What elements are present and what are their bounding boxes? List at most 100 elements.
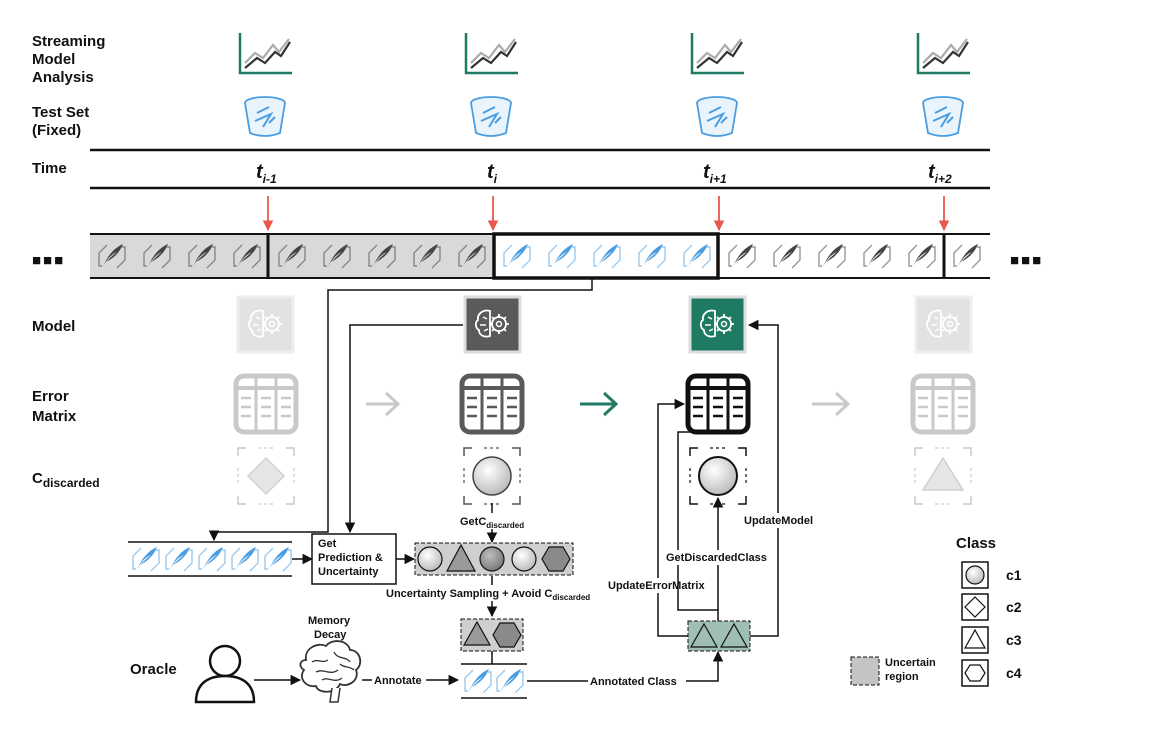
table-icon — [688, 376, 748, 432]
update-model-label: UpdateModel — [744, 515, 813, 527]
stream-ellipsis-left: ■■■ — [32, 252, 65, 269]
legend-title: Class — [956, 535, 996, 552]
table-icon — [236, 376, 296, 432]
hexagon-class-icon — [964, 664, 986, 682]
feather-icon — [503, 243, 531, 269]
feather-icon — [863, 243, 891, 269]
user-icon — [194, 644, 256, 704]
batch-samples — [132, 546, 292, 572]
table-icon — [462, 376, 522, 432]
stream-ellipsis-right: ■■■ — [1010, 252, 1043, 269]
feather-icon — [773, 243, 801, 269]
hexagon-class-icon — [541, 546, 571, 572]
circle-class-icon — [511, 546, 537, 572]
feather-icon — [953, 243, 981, 269]
line-chart-icon — [690, 31, 746, 75]
tick-t-i-minus-1: ti-1 — [256, 161, 277, 186]
feather-icon — [165, 546, 193, 572]
diamond-icon — [964, 596, 986, 618]
feather-icon — [264, 546, 292, 572]
tick-t-i-plus-2: ti+2 — [928, 161, 952, 186]
transition-arrow-icon — [812, 391, 851, 417]
update-error-matrix-arrow — [657, 398, 688, 637]
hexagon-class-icon — [492, 622, 522, 648]
circle-class-icon — [698, 456, 738, 496]
annotated-class-label: Annotated Class — [590, 676, 677, 688]
get-discarded-class-label: GetDiscardedClass — [666, 552, 767, 564]
circle-class-icon — [965, 565, 985, 585]
line-chart-icon — [464, 31, 520, 75]
oracle-label: Oracle — [130, 661, 177, 678]
legend-label-c1: c1 — [1006, 567, 1022, 583]
label-streaming-1: Streaming — [32, 33, 105, 50]
feather-icon — [908, 243, 936, 269]
triangle-class-icon — [719, 622, 749, 648]
bucket-icon — [696, 96, 738, 137]
label-bg — [606, 578, 712, 593]
transition-arrow-icon — [580, 391, 619, 417]
legend-label-c2: c2 — [1006, 599, 1022, 615]
current-window — [492, 232, 720, 280]
feather-icon — [231, 546, 259, 572]
update-model-arrow — [747, 319, 779, 637]
get-prediction-box — [311, 533, 397, 585]
get-cdiscarded-label: GetCdiscarded — [460, 516, 524, 530]
triangle-class-icon — [462, 620, 492, 646]
label-bg — [384, 585, 604, 601]
triangle-class-icon — [963, 628, 987, 649]
label-bg — [458, 513, 530, 529]
label-testset-1: Test Set — [32, 104, 89, 121]
triangle-class-icon — [445, 543, 477, 572]
feather-icon — [548, 243, 576, 269]
get-prediction-label-2: Prediction & — [318, 552, 383, 564]
brain-icon — [299, 640, 362, 703]
feather-icon — [198, 546, 226, 572]
line-chart-icon — [916, 31, 972, 75]
uncertain-label-2: region — [885, 671, 919, 683]
label-error-1: Error — [32, 388, 69, 405]
label-streaming-3: Analysis — [32, 69, 94, 86]
bucket-icon — [922, 96, 964, 137]
sampling-label: Uncertainty Sampling + Avoid Cdiscarded — [386, 588, 590, 602]
tick-t-i: ti — [487, 161, 498, 186]
feather-icon — [818, 243, 846, 269]
label-bg — [742, 513, 820, 528]
get-discarded-loop — [677, 431, 719, 621]
label-error-2: Matrix — [32, 408, 77, 425]
annotate-label: Annotate — [374, 675, 422, 687]
label-cdiscarded: Cdiscarded — [32, 470, 100, 490]
circle-class-icon — [479, 546, 505, 572]
feather-icon — [464, 668, 492, 694]
circle-class-icon — [417, 546, 443, 572]
triangle-class-icon — [921, 456, 965, 491]
label-bg — [664, 550, 774, 565]
transition-arrow-icon — [366, 391, 401, 417]
bucket-icon — [244, 96, 286, 137]
label-streaming-2: Model — [32, 51, 75, 68]
label-time: Time — [32, 160, 67, 177]
uncertain-label-1: Uncertain — [885, 657, 936, 669]
tick-t-i-plus-1: ti+1 — [703, 161, 727, 186]
legend-label-c3: c3 — [1006, 632, 1022, 648]
feather-icon — [728, 243, 756, 269]
update-error-matrix-label: UpdateErrorMatrix — [608, 580, 705, 592]
memory-label-2: Decay — [314, 629, 347, 641]
memory-label-1: Memory — [308, 615, 351, 627]
feather-icon — [638, 243, 666, 269]
label-model: Model — [32, 318, 75, 335]
label-bg — [372, 673, 426, 688]
triangle-class-icon — [689, 622, 719, 648]
feather-icon — [683, 243, 711, 269]
diamond-icon — [246, 456, 286, 496]
window-to-batch-arrow — [208, 279, 593, 542]
feather-icon — [132, 546, 160, 572]
feather-icon — [593, 243, 621, 269]
bucket-icon — [470, 96, 512, 137]
uncertain-region-swatch — [850, 656, 880, 686]
circle-class-icon — [472, 456, 512, 496]
get-prediction-label-1: Get — [318, 538, 337, 550]
label-testset-2: (Fixed) — [32, 122, 81, 139]
get-prediction-label-3: Uncertainty — [318, 566, 379, 578]
legend-label-c4: c4 — [1006, 665, 1022, 681]
feather-icon — [496, 668, 524, 694]
